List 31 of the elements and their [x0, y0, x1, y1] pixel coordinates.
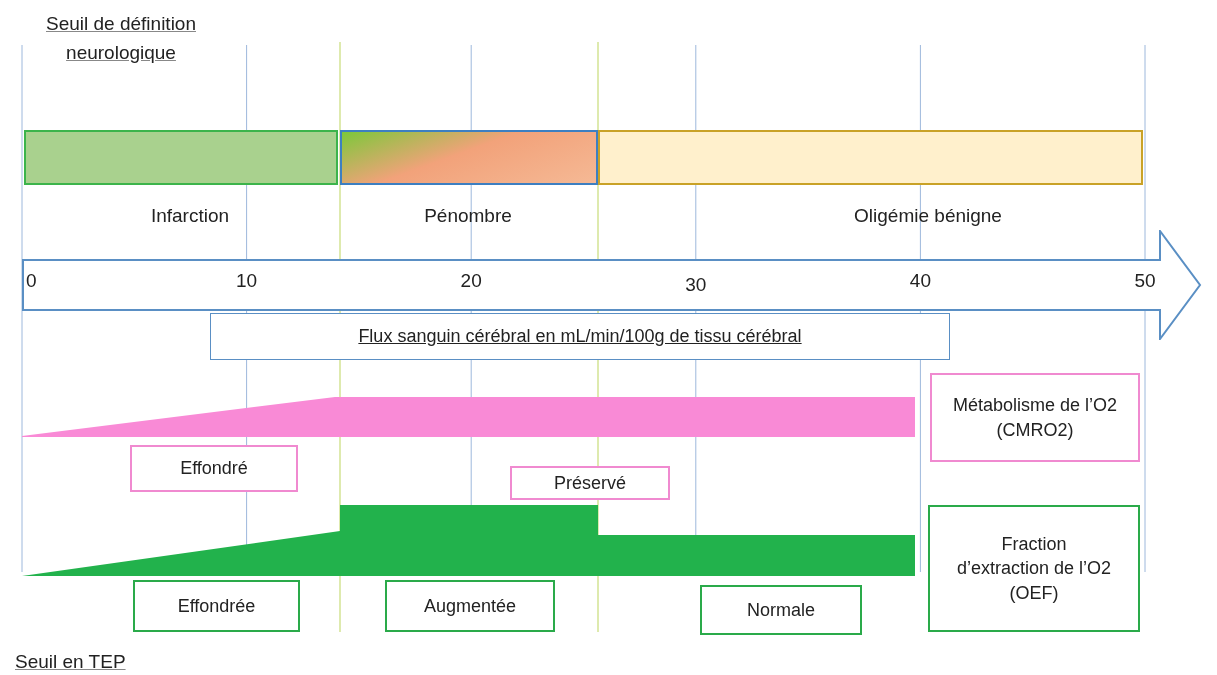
- label-box: [928, 505, 1140, 632]
- axis-title: Flux sanguin cérébral en mL/min/100g de tissu cérébral: [357, 325, 803, 349]
- label-box: [510, 466, 670, 500]
- threshold-heading: Seuil de définition neurologique: [45, 12, 197, 65]
- axis-title-box: [210, 313, 950, 360]
- label-box: [385, 580, 555, 632]
- oxygen-metabolism-band: [22, 397, 915, 437]
- zone-label: Oligémie bénigne: [854, 204, 1002, 228]
- label-box: [133, 580, 300, 632]
- box-label: Fraction d’extraction de l’O2 (OEF): [955, 533, 1113, 605]
- zone-bar: [340, 130, 598, 185]
- tick-label: 40: [909, 270, 931, 292]
- label-box: [130, 445, 298, 492]
- box-label: Métabolisme de l’O2 (CMRO2): [951, 394, 1119, 442]
- tick-label: 30: [685, 274, 707, 296]
- tick-label: 50: [1134, 270, 1156, 292]
- zone-label: Infarction: [150, 204, 230, 228]
- label-box: [700, 585, 862, 635]
- tick-label: 10: [236, 270, 258, 292]
- zone-bar: [598, 130, 1143, 185]
- zone-bar: [24, 130, 338, 185]
- tick-label: 0: [26, 270, 37, 292]
- threshold-heading: Seuil en TEP: [15, 650, 126, 674]
- tick-label: 20: [460, 270, 482, 292]
- zone-label: Pénombre: [424, 204, 512, 228]
- box-label: Effondré: [179, 457, 249, 481]
- box-label: Normale: [746, 598, 816, 622]
- box-label: Préservé: [553, 471, 627, 495]
- box-label: Augmentée: [422, 594, 518, 618]
- box-label: Effondrée: [176, 594, 257, 618]
- label-box: [930, 373, 1140, 462]
